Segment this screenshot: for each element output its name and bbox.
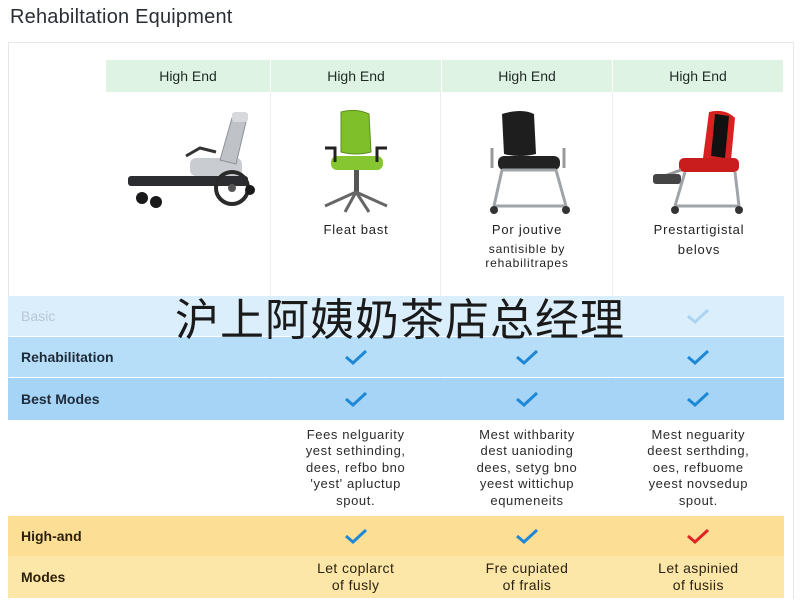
check-icon (344, 391, 367, 408)
feature-label: Best Modes (21, 391, 100, 407)
feature-row-basic: Basic (8, 296, 784, 336)
footer-text: Fre cupiated of fralis (485, 560, 569, 593)
tier-header-1: High End (106, 60, 271, 92)
feature-row-rehabilitation: Rehabilitation (8, 337, 784, 377)
feature-row-best-modes: Best Modes (8, 378, 784, 420)
product-subcaption: santisible by rehabilitrapes (485, 242, 569, 270)
product-caption: Prestartigistal (653, 222, 745, 237)
product-card-red-chair: Prestartigistal belovs (614, 108, 784, 288)
product-image-recliner (120, 108, 270, 288)
feature-label: Rehabilitation (21, 349, 114, 365)
tier-header-row: High End High End High End High End (106, 60, 784, 92)
check-icon (687, 308, 710, 325)
check-icon (344, 349, 367, 366)
feature-label: Basic (21, 308, 56, 324)
feature-label: High-and (21, 528, 82, 544)
feature-row-descriptions: Fees nelguarity yest sethinding, dees, r… (8, 420, 784, 516)
black-rehab-chair-icon (490, 111, 570, 214)
red-recliner-icon (653, 110, 743, 214)
check-icon (516, 391, 539, 408)
feature-row-modes: Modes Let coplarct of fusly Fre cupiated… (8, 556, 784, 598)
product-caption: Por joutive (491, 222, 563, 237)
product-card-black-chair: Por joutive santisible by rehabilitrapes (442, 108, 612, 288)
feature-row-high-end: High-and (8, 516, 784, 556)
check-red-icon (687, 528, 710, 545)
green-office-chair-icon (324, 109, 388, 213)
check-icon (344, 528, 367, 545)
check-icon (687, 349, 710, 366)
footer-text: Let coplarct of fusly (317, 560, 395, 593)
product-card-green-chair: Fleat bast (272, 108, 440, 288)
page-title: Rehabiltation Equipment (10, 6, 233, 28)
tier-header-2: High End (271, 60, 442, 92)
wheelchair-recliner-icon (128, 112, 255, 208)
description-text: Mest withbarity dest uanioding dees, set… (476, 426, 578, 508)
product-caption: Fleat bast (323, 222, 389, 237)
check-icon (516, 349, 539, 366)
tier-header-4: High End (613, 60, 784, 92)
product-subcaption: belovs (677, 242, 721, 257)
description-text: Mest neguarity deest serthding, oes, ref… (647, 426, 750, 508)
check-icon (687, 391, 710, 408)
footer-text: Let aspinied of fusiis (658, 560, 739, 593)
check-icon (516, 528, 539, 545)
feature-label: Modes (21, 569, 66, 585)
description-text: Fees nelguarity yest sethinding, dees, r… (305, 426, 406, 508)
tier-header-3: High End (442, 60, 613, 92)
